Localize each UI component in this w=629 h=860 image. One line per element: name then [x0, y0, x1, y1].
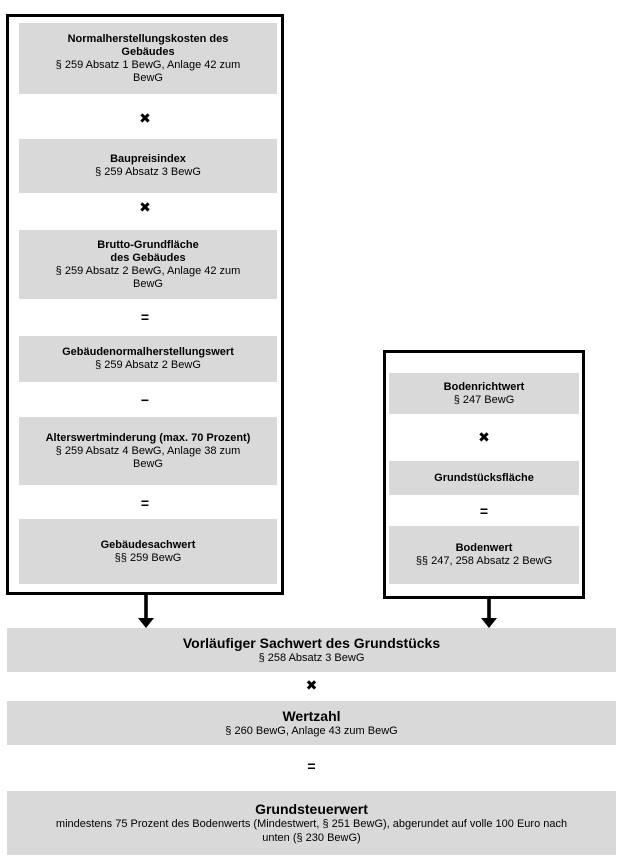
step-title: Gebäudesachwert — [100, 538, 196, 551]
step-law: § 259 Absatz 1 BewG, Anlage 42 zum BewG — [55, 58, 241, 84]
arrow-down-icon — [481, 598, 497, 628]
step-title: Bodenwert — [455, 542, 513, 554]
equals-operator: = — [307, 758, 316, 774]
result-vorlaeufiger-sachwert: Vorläufiger Sachwert des Grundstücks § 2… — [7, 628, 616, 672]
step-title: Vorläufiger Sachwert des Grundstücks — [182, 634, 441, 651]
step-law: mindestens 75 Prozent des Bodenwerts (Mi… — [55, 818, 568, 844]
step-title: Gebäudenormalherstellungswert — [62, 346, 234, 358]
step-law: § 260 BewG, Anlage 43 zum BewG — [225, 724, 398, 737]
step-title: Bodenrichtwert — [443, 380, 525, 393]
step-bodenrichtwert: Bodenrichtwert § 247 BewG — [389, 373, 579, 414]
step-law: § 259 Absatz 3 BewG — [95, 166, 201, 178]
step-normalherstellungskosten: Normalherstellungskosten des Gebäudes § … — [19, 23, 277, 94]
arrow-down-icon — [138, 594, 154, 628]
step-law: § 259 Absatz 4 BewG, Anlage 38 zum BewG — [55, 444, 241, 470]
step-title: Grundsteuerwert — [255, 801, 368, 817]
step-law: §§ 259 BewG — [114, 551, 182, 564]
minus-operator: − — [140, 392, 150, 408]
step-title: Normalherstellungskosten des Gebäudes — [67, 32, 229, 58]
step-bodenwert: Bodenwert §§ 247, 258 Absatz 2 BewG — [389, 526, 579, 584]
step-brutto-grundflaeche: Brutto-Grundfläche des Gebäudes § 259 Ab… — [19, 230, 277, 299]
step-law: § 259 Absatz 2 BewG, Anlage 42 zum BewG — [55, 264, 241, 290]
equals-operator: = — [140, 309, 150, 325]
multiply-operator: ✖ — [139, 110, 151, 126]
land-bodenwert-group: Bodenrichtwert § 247 BewG ✖ Grundstücksf… — [383, 350, 585, 599]
step-title: Grundstücksfläche — [434, 471, 534, 484]
step-law: § 258 Absatz 3 BewG — [258, 651, 365, 664]
step-law: § 247 BewG — [453, 393, 515, 406]
result-grundsteuerwert: Grundsteuerwert mindestens 75 Prozent de… — [7, 791, 616, 855]
equals-operator: = — [140, 495, 150, 511]
step-gebaeudesachwert: Gebäudesachwert §§ 259 BewG — [19, 519, 277, 584]
multiply-operator: ✖ — [139, 199, 151, 215]
step-title: Brutto-Grundfläche des Gebäudes — [97, 238, 199, 264]
step-alterswertminderung: Alterswertminderung (max. 70 Prozent) § … — [19, 417, 277, 485]
step-title: Alterswertminderung (max. 70 Prozent) — [45, 431, 251, 444]
step-law: § 259 Absatz 2 BewG — [95, 359, 201, 371]
step-title: Baupreisindex — [110, 153, 186, 165]
equals-operator: = — [479, 503, 489, 519]
step-title: Wertzahl — [282, 707, 341, 724]
multiply-operator: ✖ — [478, 429, 490, 445]
result-wertzahl: Wertzahl § 260 BewG, Anlage 43 zum BewG — [7, 701, 616, 745]
multiply-operator: ✖ — [305, 677, 318, 693]
step-baupreisindex: Baupreisindex § 259 Absatz 3 BewG — [19, 139, 277, 193]
step-law: §§ 247, 258 Absatz 2 BewG — [415, 555, 553, 567]
step-gebaeudenormalherstellungswert: Gebäudenormalherstellungswert § 259 Absa… — [19, 336, 277, 382]
step-grundstuecksflaeche: Grundstücksfläche — [389, 461, 579, 495]
building-sachwert-group: Normalherstellungskosten des Gebäudes § … — [6, 14, 284, 595]
